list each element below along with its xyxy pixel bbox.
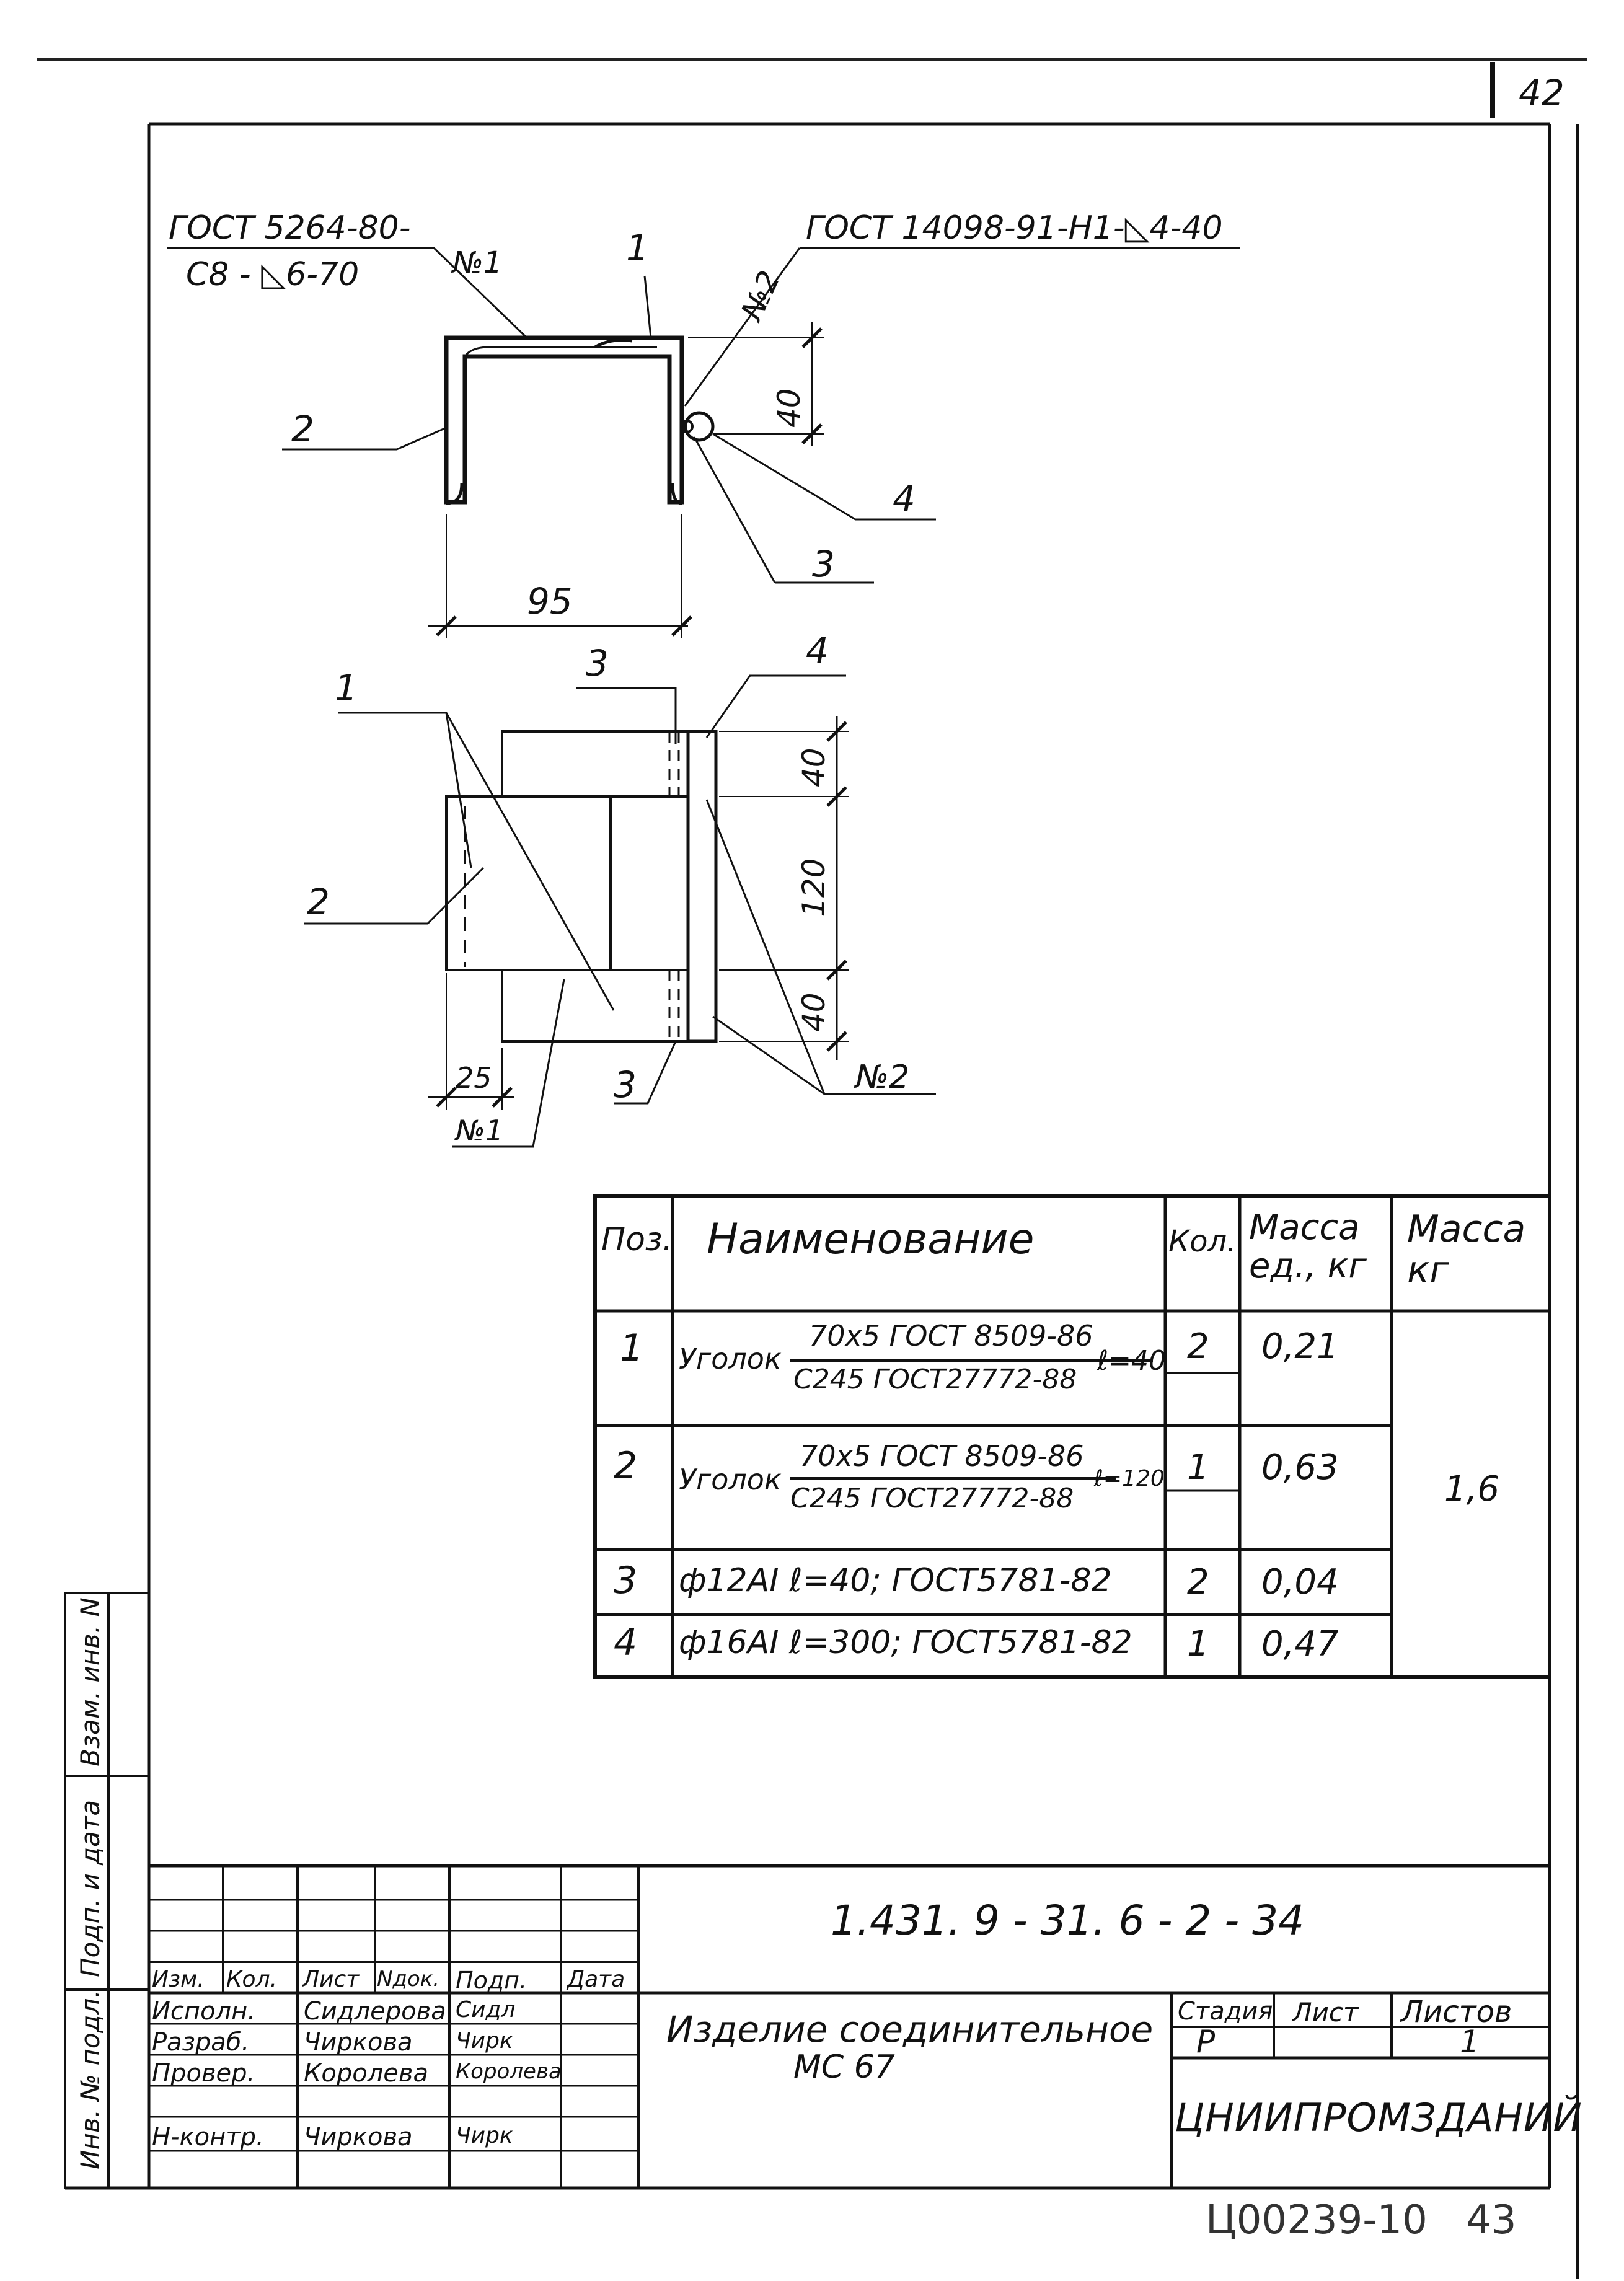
spec-header-pos: Поз. bbox=[601, 1221, 673, 1258]
rebar-plate bbox=[686, 730, 718, 1043]
dim-25: 25 bbox=[456, 1061, 492, 1095]
spec-row-1-mass: 0,21 bbox=[1261, 1326, 1339, 1367]
spec-row-2-std-bottom: С245 ГОСТ27772-88 bbox=[790, 1483, 1074, 1514]
tb-sign-2: Чирк bbox=[456, 2028, 513, 2054]
pos-2-top: 2 bbox=[291, 408, 314, 450]
spec-row-4-name: ф16АI ℓ=300; ГОСТ5781-82 bbox=[679, 1624, 1132, 1661]
tb-role-3: Провер. bbox=[152, 2059, 255, 2088]
pos-4-top: 4 bbox=[893, 478, 916, 520]
spec-row-4-qty: 1 bbox=[1187, 1624, 1209, 1664]
lower-view bbox=[304, 674, 936, 1148]
spec-row-4-pos: 4 bbox=[614, 1621, 638, 1664]
spec-table-grid bbox=[593, 1194, 1551, 1679]
spec-row-2-std-top: 70х5 ГОСТ 8509-86 bbox=[800, 1439, 1084, 1473]
weld-mark-1-bottom: №1 bbox=[454, 1114, 503, 1147]
upper-view bbox=[167, 247, 1240, 638]
spec-row-2-mass: 0,63 bbox=[1261, 1447, 1339, 1488]
tb-sign-3: Королева bbox=[456, 2059, 562, 2084]
spec-row-1-length: ℓ=40 bbox=[1097, 1345, 1167, 1377]
spec-row-1-name: Уголок bbox=[679, 1342, 782, 1375]
spec-row-3-qty: 2 bbox=[1187, 1562, 1209, 1602]
sheets-value: 1 bbox=[1460, 2024, 1480, 2060]
side-stamp-replace-inv: Взам. инв. N bbox=[75, 1597, 105, 1767]
pos-3-bottom-upper: 3 bbox=[586, 642, 609, 684]
tb-header-kol: Кол. bbox=[226, 1967, 278, 1992]
pos-1-top: 1 bbox=[626, 227, 649, 269]
spec-row-1-std-bottom: С245 ГОСТ27772-88 bbox=[793, 1364, 1077, 1395]
tb-header-izm: Изм. bbox=[152, 1967, 205, 1992]
spec-row-3-pos: 3 bbox=[614, 1559, 638, 1602]
tb-header-ndok: Nдок. bbox=[377, 1967, 440, 1992]
spec-row-2-length: ℓ=120 bbox=[1094, 1466, 1165, 1491]
spec-row-2-name: Уголок bbox=[679, 1463, 782, 1496]
spec-total-mass: 1,6 bbox=[1444, 1469, 1500, 1509]
pos-3-bottom-lower: 3 bbox=[614, 1064, 637, 1106]
side-stamp-sign-date: Подп. и дата bbox=[75, 1800, 105, 1977]
side-stamp: Инв. № подл. Подп. и дата Взам. инв. N bbox=[64, 1592, 150, 2189]
tb-name-3: Королева bbox=[304, 2059, 428, 2088]
weld-note-2: ГОСТ 14098-91-Н1-◺4-40 bbox=[806, 210, 1223, 247]
weld-mark-2-bottom: №2 bbox=[854, 1059, 909, 1096]
stage-label: Стадия bbox=[1178, 1997, 1273, 2026]
tb-sign-1: Сидл bbox=[456, 1997, 516, 2023]
channel-section bbox=[444, 335, 684, 505]
tb-header-list: Лист bbox=[302, 1967, 360, 1992]
tb-header-data: Дата bbox=[567, 1967, 625, 1992]
weld-mark-1-top: №1 bbox=[451, 245, 502, 280]
dim-40-top: 40 bbox=[771, 388, 807, 428]
doc-code: 1.431. 9 - 31. 6 - 2 - 34 bbox=[831, 1897, 1305, 1944]
dim-120: 120 bbox=[796, 858, 832, 917]
spec-row-2-qty: 1 bbox=[1187, 1447, 1209, 1488]
sheets-label: Листов bbox=[1401, 1995, 1512, 2029]
dim-95: 95 bbox=[527, 580, 573, 622]
tb-name-2: Чиркова bbox=[304, 2028, 413, 2057]
tb-sign-5: Чирк bbox=[456, 2123, 513, 2148]
title-block-grid bbox=[149, 1864, 1550, 2188]
sheet-label: Лист bbox=[1292, 1997, 1359, 2027]
stamp-number: Ц00239-10 bbox=[1206, 2197, 1428, 2243]
spec-row-4-mass: 0,47 bbox=[1261, 1624, 1339, 1664]
tb-role-2: Разраб. bbox=[152, 2028, 250, 2057]
pos-2-bottom: 2 bbox=[307, 881, 330, 923]
tb-name-5: Чиркова bbox=[304, 2123, 413, 2151]
spec-row-2-pos: 2 bbox=[614, 1444, 638, 1488]
tb-role-1: Исполн. bbox=[152, 1997, 255, 2026]
sheet-number: 42 bbox=[1519, 72, 1564, 114]
organization: ЦНИИПРОМЗДАНИЙ bbox=[1175, 2095, 1582, 2140]
spec-row-3-mass: 0,04 bbox=[1261, 1562, 1339, 1602]
spec-row-1-pos: 1 bbox=[620, 1326, 644, 1370]
dim-40-upper: 40 bbox=[796, 748, 832, 787]
product-name-line1: Изделие соединительное bbox=[666, 2008, 1154, 2050]
tb-header-podp: Подп. bbox=[456, 1967, 527, 1994]
pos-3-top: 3 bbox=[812, 543, 835, 585]
spec-header-qty: Кол. bbox=[1168, 1224, 1237, 1259]
stamp-page: 43 bbox=[1466, 2197, 1517, 2243]
rebar-section bbox=[684, 411, 715, 442]
spec-row-1-std-top: 70х5 ГОСТ 8509-86 bbox=[809, 1319, 1093, 1352]
spec-header-mass-unit: Масса ед., кг bbox=[1249, 1207, 1367, 1286]
pos-4-bottom: 4 bbox=[806, 630, 829, 672]
weld-note-1-line1: ГОСТ 5264-80- bbox=[169, 210, 411, 247]
dim-40-lower: 40 bbox=[796, 992, 832, 1032]
stage-value: Р bbox=[1196, 2024, 1216, 2060]
spec-header-name: Наименование bbox=[707, 1215, 1035, 1264]
tb-role-5: Н-контр. bbox=[152, 2123, 264, 2151]
spec-row-3-name: ф12АI ℓ=40; ГОСТ5781-82 bbox=[679, 1562, 1112, 1599]
pos-1-bottom: 1 bbox=[335, 667, 358, 709]
spec-header-mass-total: Масса кг bbox=[1407, 1207, 1526, 1292]
spec-row-1-qty: 2 bbox=[1187, 1326, 1209, 1367]
tb-name-1: Сидлерова bbox=[304, 1997, 446, 2026]
side-stamp-inv-orig: Инв. № подл. bbox=[75, 1990, 105, 2169]
weld-note-1-line2: С8 - ◺6-70 bbox=[186, 256, 359, 293]
product-name-line2: МС 67 bbox=[793, 2049, 895, 2086]
